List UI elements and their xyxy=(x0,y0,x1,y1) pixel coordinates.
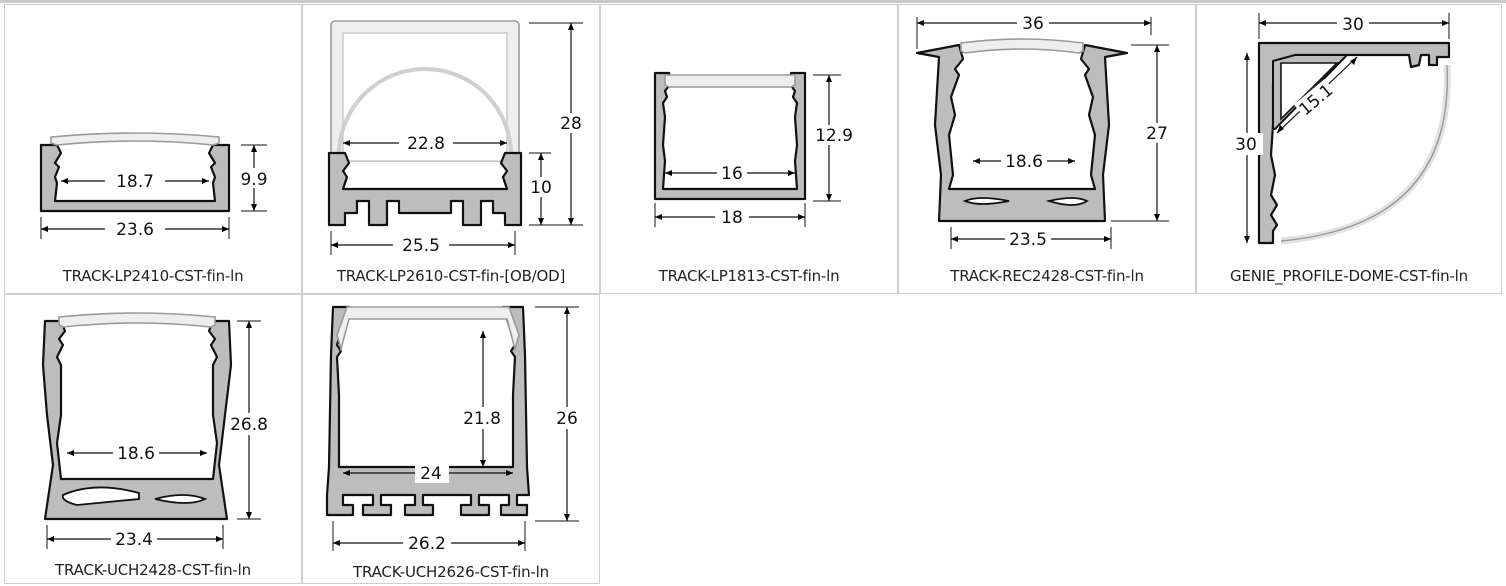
dim-height: 27 xyxy=(1146,124,1168,144)
dim-outer-width: 23.4 xyxy=(115,530,153,550)
dim-width: 30 xyxy=(1342,15,1364,35)
profile-name: TRACK-UCH2626-CST-fin-ln xyxy=(353,563,549,581)
diffuser-lens xyxy=(58,312,216,328)
profile-drawing-uch2626: 21.8 26 24 26.2 xyxy=(325,305,581,554)
profile-card-lp2610[interactable]: 22.8 28 10 25.5 TRACK-LP2610-CST-fin-[OB… xyxy=(302,4,600,294)
dim-inner-height: 21.8 xyxy=(463,409,501,429)
dim-inner-width: 18.7 xyxy=(116,172,154,192)
profile-card-rec2428[interactable]: 36 27 18.6 23.5 TRACK-REC2428-CST-fin-ln xyxy=(898,4,1196,294)
channel-body xyxy=(653,71,807,201)
channel-body xyxy=(327,151,523,227)
profile-drawing-genie-dome: 30 30 15.1 xyxy=(1229,13,1451,245)
diffuser-lens xyxy=(664,74,796,88)
dim-inner-width: 16 xyxy=(721,164,743,184)
dim-channel-height: 10 xyxy=(530,178,552,198)
dim-height: 12.9 xyxy=(815,126,853,146)
profile-name: TRACK-LP2610-CST-fin-[OB/OD] xyxy=(336,267,566,285)
profile-drawing-rec2428: 36 27 18.6 23.5 xyxy=(915,13,1171,250)
profile-name: TRACK-LP2410-CST-fin-ln xyxy=(62,267,244,285)
profile-name: TRACK-UCH2428-CST-fin-ln xyxy=(55,561,251,579)
dim-total-height: 28 xyxy=(560,114,582,134)
dim-flange-width: 36 xyxy=(1022,14,1044,34)
dim-height: 26 xyxy=(556,409,578,429)
dim-outer-width: 26.2 xyxy=(408,534,446,554)
dim-inner-width: 22.8 xyxy=(407,134,445,154)
dim-inner-width: 18.6 xyxy=(1005,152,1043,172)
dim-outer-width: 25.5 xyxy=(402,236,440,256)
dim-height: 30 xyxy=(1235,135,1257,155)
dim-outer-width: 23.6 xyxy=(116,220,154,240)
dim-inner-width: 18.6 xyxy=(117,444,155,464)
diffuser-lens xyxy=(960,38,1084,54)
channel-body xyxy=(41,319,233,521)
dim-height: 9.9 xyxy=(240,170,267,190)
channel-body xyxy=(39,143,231,213)
profile-card-lp1813[interactable]: 16 12.9 18 TRACK-LP1813-CST-fin-ln xyxy=(600,4,898,294)
profile-drawing-lp2410: 18.7 9.9 23.6 xyxy=(39,132,271,240)
profile-drawing-lp2610: 22.8 28 10 25.5 xyxy=(327,20,587,256)
profile-drawing-uch2428: 26.8 18.6 23.4 xyxy=(41,312,271,550)
diffuser-lens xyxy=(336,306,520,353)
profile-name: GENIE_PROFILE-DOME-CST-fin-ln xyxy=(1230,267,1468,285)
top-rule xyxy=(0,0,1506,3)
profile-card-genie-dome[interactable]: 30 30 15.1 GENIE_PROFILE-DOME-CST-fin-ln xyxy=(1196,4,1502,294)
profile-name: TRACK-LP1813-CST-fin-ln xyxy=(658,267,840,285)
diffuser-lens xyxy=(50,132,220,146)
dim-height: 26.8 xyxy=(230,415,268,435)
dim-outer-width: 18 xyxy=(721,208,743,228)
dim-inner-width: 24 xyxy=(420,464,442,484)
profile-card-lp2410[interactable]: 18.7 9.9 23.6 TRACK-LP2410-CST-fin-ln xyxy=(4,4,302,294)
profile-drawing-lp1813: 16 12.9 18 xyxy=(653,71,857,228)
profile-card-uch2428[interactable]: 26.8 18.6 23.4 TRACK-UCH2428-CST-fin-ln xyxy=(4,294,302,584)
profile-card-uch2626[interactable]: 21.8 26 24 26.2 TRACK-UCH2626-CST-fin-ln xyxy=(302,294,600,584)
dim-outer-width: 23.5 xyxy=(1009,230,1047,250)
channel-body xyxy=(915,43,1129,223)
profile-name: TRACK-REC2428-CST-fin-ln xyxy=(950,267,1144,285)
